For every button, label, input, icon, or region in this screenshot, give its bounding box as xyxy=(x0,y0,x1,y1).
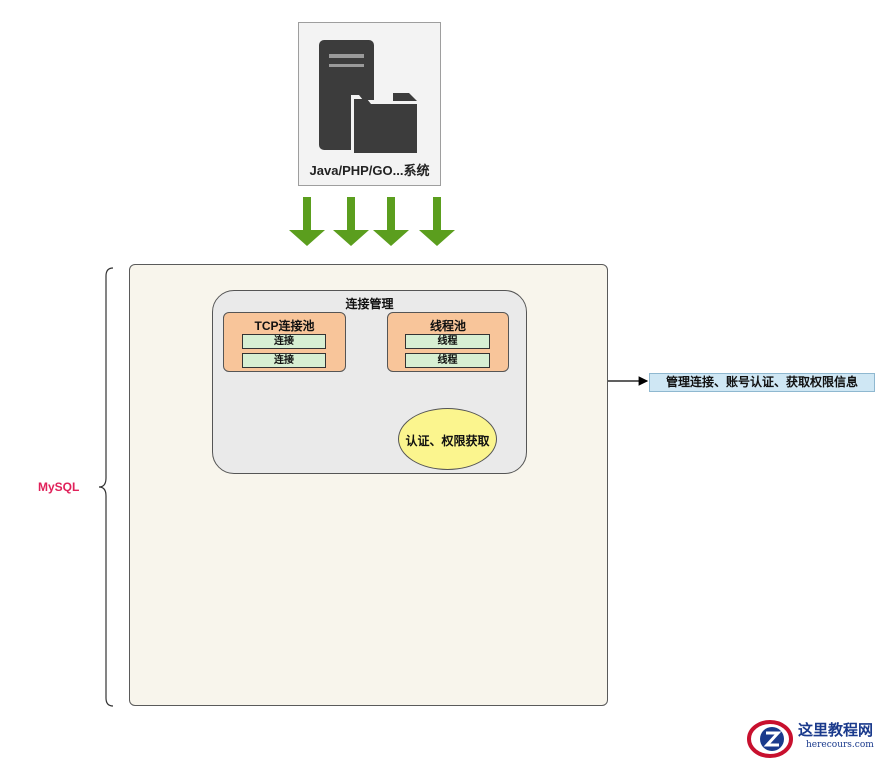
auth-label: 认证、权限获取 xyxy=(405,434,490,448)
tcp-connection-pool-title: TCP连接池 xyxy=(254,319,315,333)
down-arrow-icon xyxy=(373,197,409,246)
connection-management-title: 连接管理 xyxy=(345,297,394,311)
description-note: 管理连接、账号认证、获取权限信息 xyxy=(649,373,875,392)
down-arrow-icon xyxy=(333,197,369,246)
thread-slot: 线程 xyxy=(405,334,490,349)
auth-ellipse xyxy=(398,408,497,470)
client-system-box xyxy=(298,22,441,186)
mysql-container xyxy=(129,264,608,706)
down-arrow-icon xyxy=(289,197,325,246)
connection-slot: 连接 xyxy=(242,353,326,368)
watermark-url: herecours.com xyxy=(806,740,874,750)
client-system-label: Java/PHP/GO...系统 xyxy=(309,163,430,178)
down-arrow-icon xyxy=(419,197,455,246)
server-folder-icon xyxy=(319,40,420,153)
mysql-label: MySQL xyxy=(38,480,80,494)
watermark-logo-icon xyxy=(747,720,793,758)
mysql-brace xyxy=(98,267,114,707)
watermark-text: 这里教程网 xyxy=(798,721,874,739)
connection-slot: 连接 xyxy=(242,334,326,349)
thread-pool-title: 线程池 xyxy=(429,319,466,333)
thread-slot: 线程 xyxy=(405,353,490,368)
